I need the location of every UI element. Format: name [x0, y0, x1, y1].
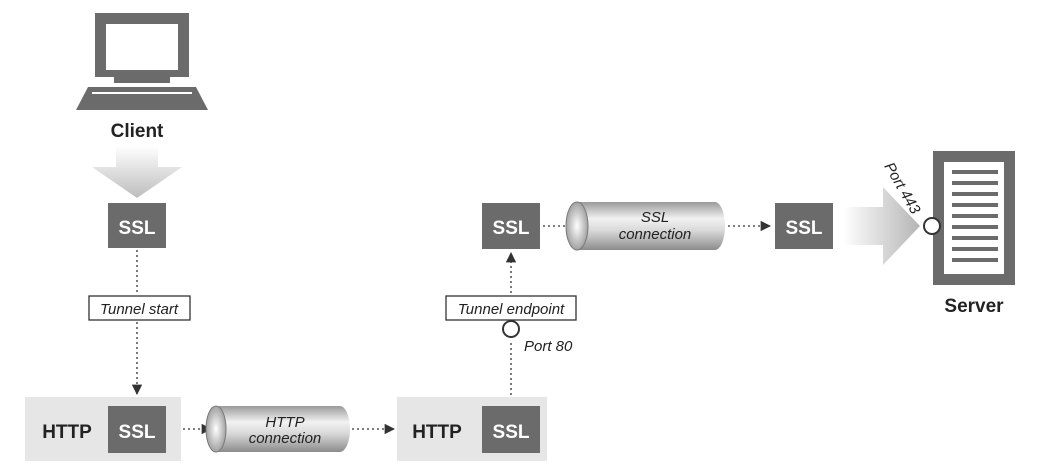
port-80-circle: [502, 320, 520, 338]
left-http-label: HTTP: [42, 422, 92, 443]
ssl-connection-line2: connection: [619, 226, 692, 243]
right-proxy-stack: HTTP SSL: [397, 397, 547, 461]
server-ssl-box: SSL: [775, 203, 833, 249]
http-connection-line1: HTTP: [265, 414, 304, 431]
computer-monitor-icon: [76, 13, 208, 110]
right-http-label: HTTP: [412, 422, 462, 443]
server-label: Server: [944, 296, 1004, 317]
port-80-label: Port 80: [524, 338, 573, 355]
endpoint-ssl-label: SSL: [493, 218, 530, 239]
client-label: Client: [111, 121, 164, 142]
left-ssl-label: SSL: [119, 422, 156, 443]
ssl-connection-line1: SSL: [641, 209, 669, 226]
client-ssl-label: SSL: [119, 218, 156, 239]
port-443-circle: [923, 217, 941, 235]
http-connection-line2: connection: [249, 430, 322, 447]
client-down-arrow: [92, 146, 182, 198]
server-tower-icon: [933, 151, 1015, 285]
right-ssl-label: SSL: [493, 422, 530, 443]
tunnel-start-label: Tunnel start: [100, 301, 179, 318]
tunnel-endpoint-label-box: Tunnel endpoint: [445, 295, 577, 321]
ssl-connection-cylinder: SSL connection: [565, 201, 725, 251]
server-right-arrow: [843, 187, 920, 265]
http-connection-cylinder: HTTP connection: [205, 405, 350, 453]
endpoint-ssl-box: SSL: [482, 203, 540, 249]
client-ssl-box: SSL: [108, 203, 166, 248]
server-ssl-label: SSL: [786, 218, 823, 239]
left-proxy-stack: HTTP SSL: [25, 397, 181, 461]
tunnel-start-label-box: Tunnel start: [88, 295, 191, 321]
tunnel-endpoint-label: Tunnel endpoint: [458, 301, 565, 318]
